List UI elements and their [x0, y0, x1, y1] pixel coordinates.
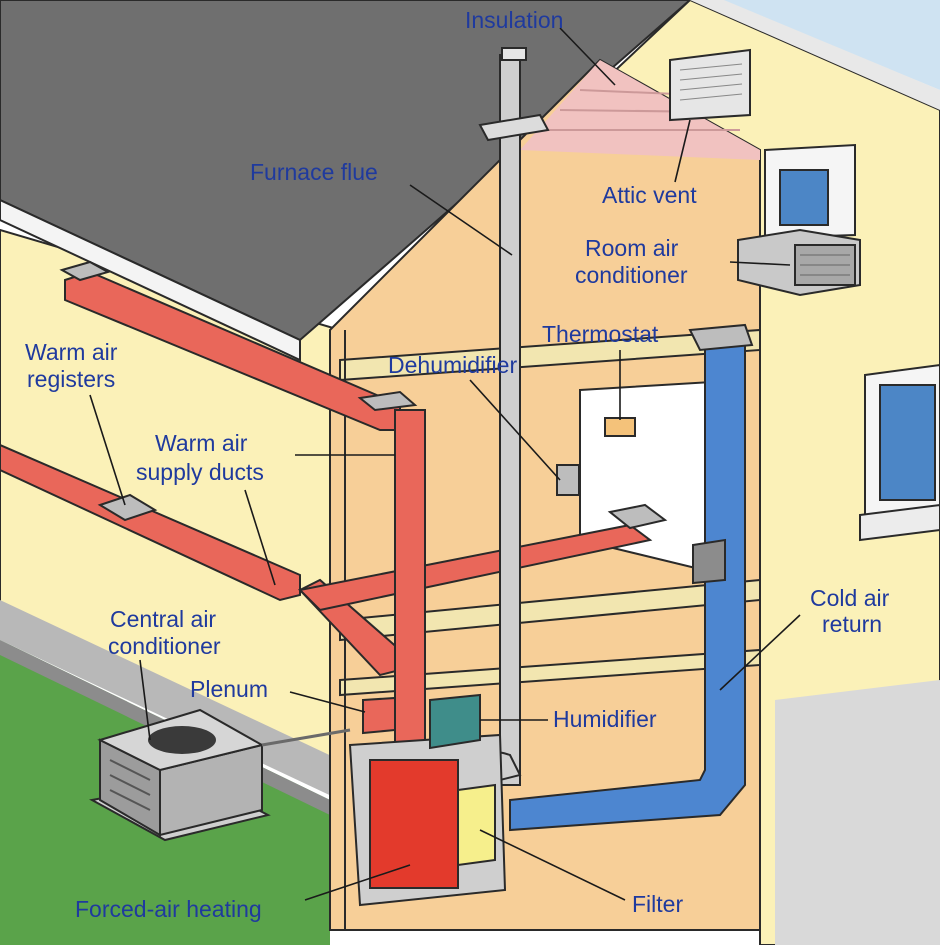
- cold-air-return: [509, 323, 754, 832]
- floor-upper: [339, 328, 761, 382]
- right-roof-edge: [690, 0, 940, 110]
- label-plenum: Plenum: [190, 676, 268, 702]
- label-cold-air-line1: Cold air: [810, 585, 890, 611]
- label-supply-ducts-line2: supply ducts: [136, 459, 264, 485]
- label-room-ac-line2: conditioner: [575, 262, 688, 288]
- leader-lines: [89, 27, 801, 901]
- label-thermostat: Thermostat: [542, 321, 659, 347]
- label-cold-air-line2: return: [822, 611, 882, 637]
- label-furnace-flue: Furnace flue: [250, 159, 378, 185]
- upper-window: [764, 143, 856, 240]
- right-window: [859, 363, 940, 542]
- central-ac-unit: [89, 708, 351, 842]
- label-supply-ducts-line1: Warm air: [155, 430, 248, 456]
- label-forced-air-heating: Forced-air heating: [75, 896, 262, 922]
- label-dehumidifier: Dehumidifier: [388, 352, 517, 378]
- label-attic-vent: Attic vent: [602, 182, 697, 208]
- right-foundation: [775, 680, 940, 945]
- dehumidifier-unit: [556, 464, 580, 496]
- label-warm-air-registers-line2: registers: [27, 366, 115, 392]
- label-humidifier: Humidifier: [553, 706, 657, 732]
- label-insulation: Insulation: [465, 7, 563, 33]
- label-room-ac-line1: Room air: [585, 235, 679, 261]
- furnace-assembly: [348, 693, 507, 907]
- label-central-ac-line2: conditioner: [108, 633, 221, 659]
- label-filter: Filter: [632, 891, 683, 917]
- floor-lower: [339, 648, 761, 697]
- room-ac-unit: [737, 228, 861, 297]
- attic-vent: [669, 48, 751, 122]
- label-central-ac-line1: Central air: [110, 606, 216, 632]
- label-warm-air-registers-line1: Warm air: [25, 339, 118, 365]
- return-grille: [692, 538, 726, 585]
- roof-fascia: [0, 198, 301, 362]
- thermostat-device: [604, 417, 636, 437]
